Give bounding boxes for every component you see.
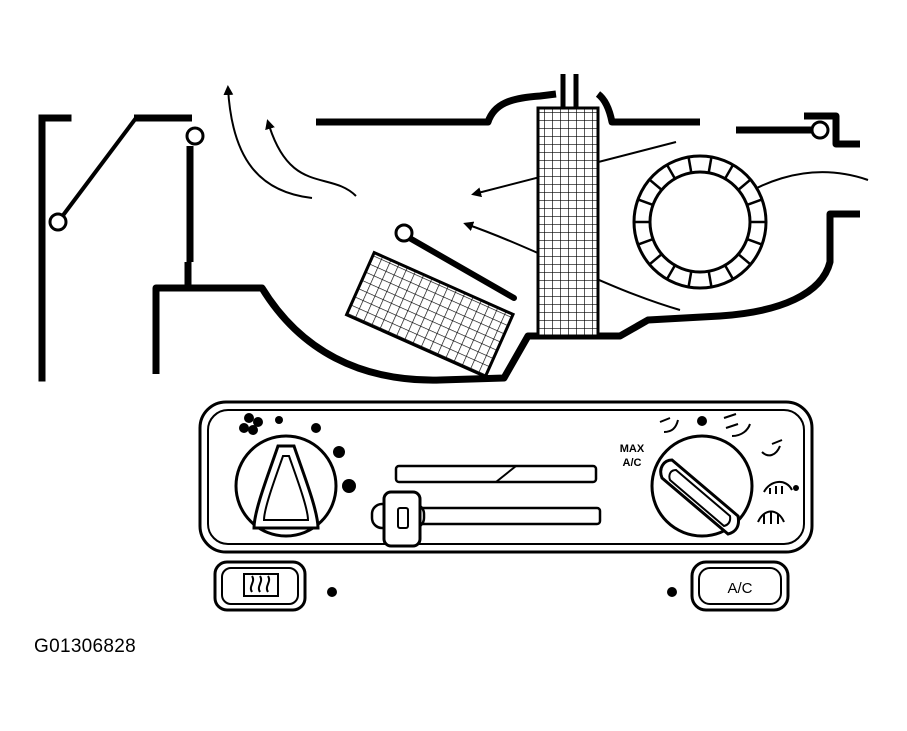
blower-vane	[637, 198, 654, 207]
defrost-icon	[757, 510, 785, 524]
ac-indicator	[667, 587, 677, 597]
floor-vent-icon	[761, 439, 783, 457]
blower-vane	[707, 156, 713, 173]
blower-vane	[648, 178, 663, 191]
blower-wheel	[632, 154, 768, 290]
recirc-door-pivot	[810, 120, 830, 140]
heater-hose-pipes	[560, 74, 579, 108]
mode-door-pivot	[185, 126, 205, 146]
defrost-door	[48, 116, 138, 232]
evaporator-core	[344, 250, 516, 379]
left-duct-wall	[38, 114, 72, 382]
temperature-slider-handle[interactable]	[370, 490, 426, 548]
rear-defrost-button[interactable]	[213, 560, 307, 612]
blower-vane	[707, 271, 713, 288]
blower-vane	[746, 198, 763, 207]
upper-duct-wall	[134, 114, 194, 286]
blower-vane	[737, 178, 752, 191]
blower-vane	[637, 237, 654, 246]
mode-indicator-dot	[697, 416, 707, 426]
upper-housing	[316, 90, 860, 148]
max-ac-label: MAX	[620, 443, 645, 455]
fan-speed-knob[interactable]	[234, 434, 338, 538]
blend-door	[394, 223, 517, 301]
blower-vane	[665, 164, 677, 180]
ac-button[interactable]: A/C	[690, 560, 790, 612]
rear-defrost-indicator	[327, 587, 337, 597]
fan-icon	[239, 413, 263, 435]
mode-selector-knob[interactable]	[650, 434, 754, 538]
figure-reference-code: G01306828	[34, 636, 137, 657]
floor-defrost-icon	[763, 481, 799, 494]
lower-housing	[152, 210, 860, 384]
blower-vane	[648, 253, 663, 266]
blower-vane	[723, 264, 735, 280]
temperature-slider-track	[394, 464, 602, 526]
panel-vent-icon	[659, 417, 679, 433]
blower-vane	[687, 271, 693, 288]
ac-button-label: A/C	[727, 580, 752, 597]
blower-vane	[746, 237, 763, 246]
heater-core	[536, 106, 600, 338]
blower-vane	[737, 253, 752, 266]
fan-speed-dots	[275, 416, 356, 493]
blower-vane	[687, 156, 693, 173]
rear-defrost-icon	[249, 575, 271, 593]
max-ac-label-line2: A/C	[623, 457, 642, 469]
bi-level-vent-icon	[723, 413, 751, 437]
blower-vane	[723, 164, 735, 180]
blower-vane	[665, 264, 677, 280]
